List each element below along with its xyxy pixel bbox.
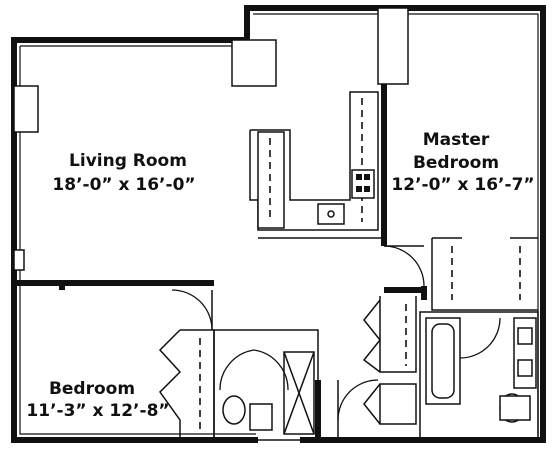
master-bedroom-label-line2: Bedroom	[413, 153, 499, 173]
entry	[315, 287, 424, 440]
column-west	[13, 85, 39, 133]
bedroom-label: Bedroom	[49, 379, 135, 399]
bathroom-2	[419, 311, 539, 441]
bathroom-1	[213, 329, 319, 441]
master-closet	[431, 238, 538, 311]
kitchen	[249, 91, 384, 239]
hall-closet	[379, 296, 417, 373]
coat-closet	[379, 383, 417, 425]
bedroom-dimensions: 11’-3” x 12’-8”	[26, 401, 169, 421]
column-north	[231, 39, 277, 87]
bedroom-door-swing	[171, 289, 213, 331]
column-northeast	[377, 7, 409, 85]
stove	[351, 169, 375, 199]
living-room-label: Living Room	[69, 151, 187, 171]
room-labels: Living Room 18’-0” x 16’-0” Master Bedro…	[26, 130, 534, 421]
vanity-1	[249, 403, 273, 431]
exterior-walls	[11, 5, 546, 443]
toilet-1	[222, 395, 246, 425]
master-bedroom-walls	[381, 84, 538, 311]
master-bedroom-dimensions: 12’-0” x 16’-7”	[391, 175, 534, 195]
master-bedroom-door-swing	[383, 245, 425, 287]
bedroom-closet	[180, 329, 215, 440]
living-room-dimensions: 18’-0” x 16’-0”	[52, 175, 195, 195]
master-bedroom-label-line1: Master	[423, 130, 490, 150]
exterior-wall-west	[11, 37, 258, 443]
sink	[317, 203, 345, 225]
kitchen-counter	[249, 91, 379, 231]
